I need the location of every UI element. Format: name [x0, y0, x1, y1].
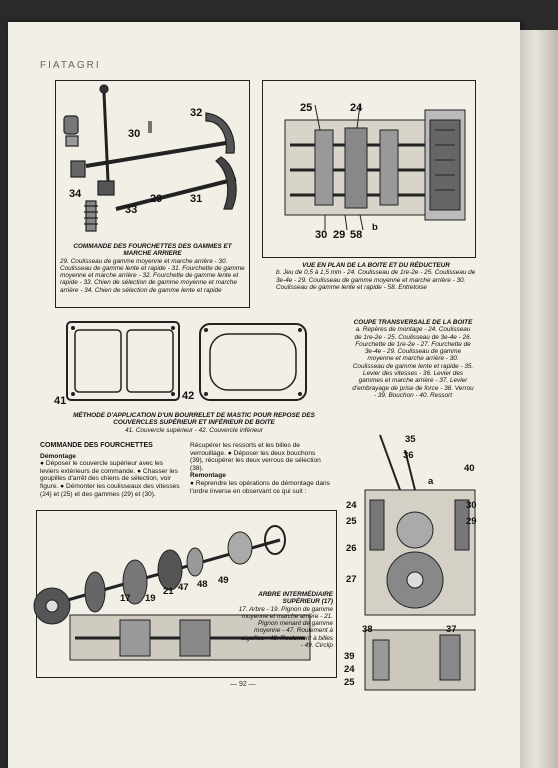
shaft-label: 49 [218, 575, 229, 586]
fork-label: 30 [128, 128, 141, 140]
section-label: 35 [405, 434, 416, 445]
shaft-label: 21 [163, 586, 174, 597]
section-heading: COMMANDE DES FOURCHETTES [40, 442, 153, 449]
section-label: 24 [344, 664, 355, 675]
section-label: 36 [403, 450, 414, 461]
fork-label: 32 [190, 107, 203, 119]
fork-figure-frame [55, 80, 250, 308]
reassembly-text: ● Reprendre les opérations de démontage … [190, 479, 330, 495]
fork-figure-legend: 29. Coulisseau de gamme moyenne et march… [60, 257, 245, 294]
shaft-label: 17 [120, 593, 131, 604]
shaft-figure-caption: ARBRE INTERMÉDIAIRE SUPÉRIEUR (17) 17. A… [238, 591, 333, 649]
section-figure-legend: a. Repères de montage - 24. Coulisseau d… [352, 326, 474, 399]
section-label: 30 [466, 500, 477, 511]
section-label: 38 [362, 624, 373, 635]
covers-figure-title: MÉTHODE D'APPLICATION D'UN BOURRELET DE … [73, 412, 315, 427]
section-label: 25 [344, 677, 355, 688]
intermediate-shaft-drawing [33, 525, 311, 661]
plan-label: 24 [350, 102, 363, 114]
cross-section-drawing [364, 434, 476, 691]
plan-label: 29 [333, 229, 346, 241]
plan-figure-title: VUE EN PLAN DE LA BOITE ET DU RÉDUCTEUR [302, 262, 450, 269]
fork-control-text: COMMANDE DES FOURCHETTES Démontage ● Dép… [40, 442, 180, 498]
section-label: 39 [344, 651, 355, 662]
fork-figure-caption: COMMANDE DES FOURCHETTES DES GAMMES ET M… [60, 243, 245, 294]
plan-label: b [372, 222, 378, 233]
reassembly-heading: Remontage [190, 472, 226, 480]
fork-label: 29 [150, 193, 163, 205]
section-label: 37 [446, 624, 457, 635]
plan-figure-caption: VUE EN PLAN DE LA BOITE ET DU RÉDUCTEUR … [276, 262, 476, 291]
plan-label: 25 [300, 102, 313, 114]
plan-view-drawing [284, 104, 466, 231]
shaft-figure-frame [36, 510, 337, 678]
covers-figure-legend: 41. Couvercle supérieur - 42. Couvercle … [125, 426, 263, 434]
fork-control-drawing [63, 84, 237, 232]
shaft-figure-title: ARBRE INTERMÉDIAIRE SUPÉRIEUR (17) [258, 591, 333, 606]
covers-label: 42 [182, 390, 195, 402]
plan-label: 30 [315, 229, 328, 241]
section-label: 25 [346, 516, 357, 527]
covers-figure-caption: MÉTHODE D'APPLICATION D'UN BOURRELET DE … [60, 412, 328, 434]
brand-header: FIATAGRI [40, 60, 101, 71]
fork-label: 31 [190, 193, 203, 205]
next-page-edge [520, 30, 558, 768]
covers-drawing [66, 321, 307, 401]
page-number: — 92 — [230, 681, 256, 688]
reassembly-text-column: Récupérer les ressorts et les billes de … [190, 442, 330, 495]
plan-figure-frame [262, 80, 476, 258]
section-label: 26 [346, 543, 357, 554]
disassembly-heading: Démontage [40, 452, 76, 460]
section-label: 29 [466, 516, 477, 527]
shaft-figure-legend: 17. Arbre - 19. Pignon de gamme moyenne … [238, 605, 333, 650]
section-figure-caption: COUPE TRANSVERSALE DE LA BOITE a. Repère… [352, 319, 474, 399]
section-label: 40 [464, 463, 475, 474]
shaft-label: 19 [145, 593, 156, 604]
plan-label: 58 [350, 229, 363, 241]
section-figure-title: COUPE TRANSVERSALE DE LA BOITE [353, 319, 473, 326]
plan-figure-legend: b. Jeu de 0,5 à 1,5 mm - 24. Coulisseau … [276, 269, 476, 291]
shaft-label: 48 [197, 579, 208, 590]
lock-balls-text: Récupérer les ressorts et les billes de … [190, 442, 321, 472]
fork-label: 33 [125, 204, 138, 216]
section-label: 24 [346, 500, 357, 511]
section-label: 27 [346, 574, 357, 585]
section-label: a [428, 476, 434, 487]
disassembly-text: ● Déposer le couvercle supérieur avec le… [40, 460, 180, 498]
fork-figure-title: COMMANDE DES FOURCHETTES DES GAMMES ET M… [73, 243, 232, 258]
covers-label: 41 [54, 395, 67, 407]
fork-label: 34 [69, 188, 82, 200]
shaft-label: 47 [178, 582, 189, 593]
